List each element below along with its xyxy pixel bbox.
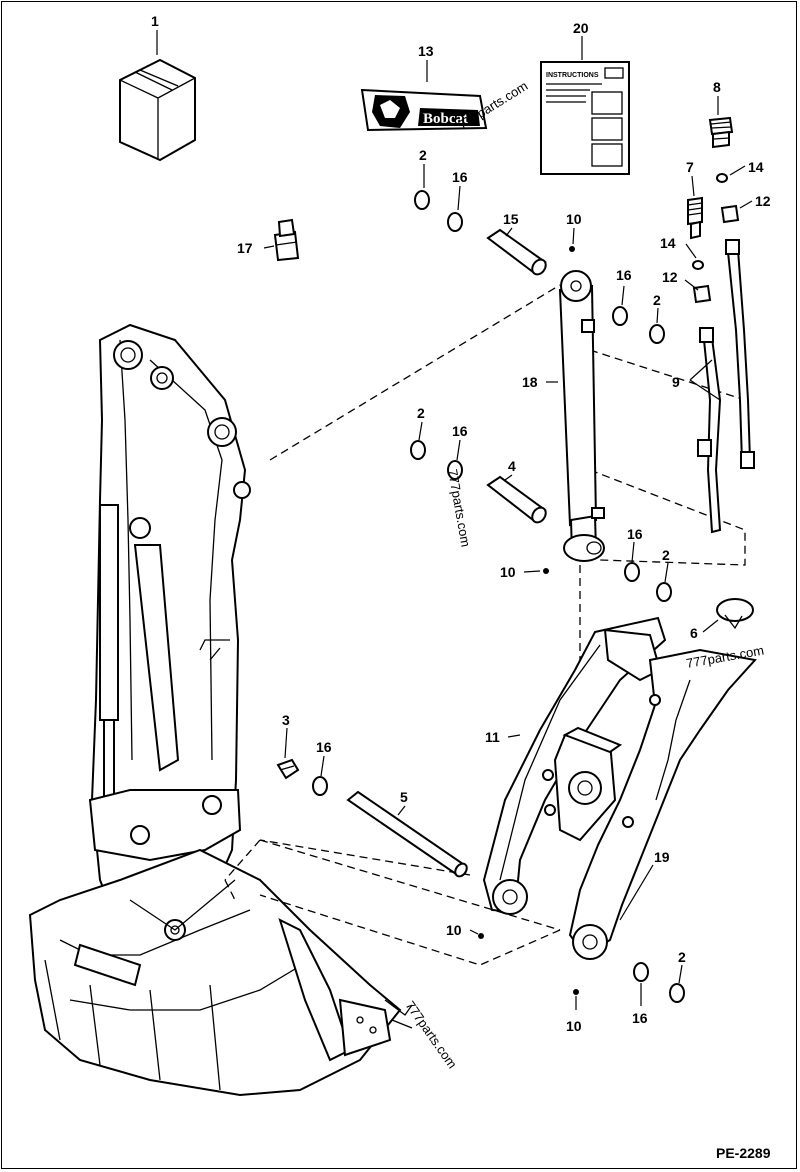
drawing-id: PE-2289 [716,1145,771,1161]
item-4-pin [486,475,547,524]
callout-14: 14 [660,235,676,251]
callout-3: 3 [282,712,290,728]
item-3-clip [276,758,300,780]
callout-12: 12 [662,269,678,285]
item-11-grapple [482,616,667,915]
rings [312,173,728,1003]
item-5-pin [346,790,468,878]
callout-10: 10 [446,922,462,938]
callout-16: 16 [316,739,332,755]
callout-16: 16 [616,267,632,283]
callout-16: 16 [627,526,643,542]
callout-10: 10 [500,564,516,580]
callout-2: 2 [417,405,425,421]
callout-16: 16 [452,169,468,185]
callout-10: 10 [566,1018,582,1034]
callout-18: 18 [522,374,538,390]
item-13-decal: Bobcat [360,88,488,132]
bucket [28,848,413,1097]
instructions-heading: INSTRUCTIONS [546,72,599,79]
item-10-grease-points [478,246,579,995]
callout-19: 19 [654,849,670,865]
callout-15: 15 [503,211,519,227]
watermark: 777parts.com [445,468,473,548]
callout-5: 5 [400,789,408,805]
callout-8: 8 [713,79,721,95]
watermark: 777parts.com [403,998,460,1071]
item-17-grease-fitting [273,218,300,262]
item-7-fitting [687,196,703,240]
grapple-hinge [553,726,623,842]
callout-7: 7 [686,159,694,175]
item-19-grapple-jaw [568,648,757,960]
callout-4: 4 [508,458,516,474]
callout-2: 2 [662,547,670,563]
callout-2: 2 [678,949,686,965]
callout-13: 13 [418,43,434,59]
callout-6: 6 [690,625,698,641]
item-15-pin [486,228,547,276]
callout-10: 10 [566,211,582,227]
callout-1: 1 [151,13,159,29]
item-8-fitting [708,116,734,149]
decal-brand-text: Bobcat [423,111,468,127]
callout-9: 9 [672,374,680,390]
item-9-hoses [697,239,755,534]
callout-16: 16 [632,1010,648,1026]
callout-20: 20 [573,20,589,36]
callout-16: 16 [452,423,468,439]
callout-2: 2 [419,147,427,163]
item-6-ring [716,598,754,630]
callout-11: 11 [485,729,500,745]
item-18-cylinder [558,270,605,562]
callout-14: 14 [748,159,764,175]
callout-labels: 1 13 20 8 2 16 14 7 12 10 15 17 14 12 16… [151,13,771,1034]
item-20-instructions-card: INSTRUCTIONS [540,61,630,175]
backhoe-arm [88,323,251,942]
callout-2: 2 [653,292,661,308]
leader-lines [156,30,753,1010]
callout-12: 12 [755,193,771,209]
callout-17: 17 [237,240,253,256]
item-1-box [119,58,196,162]
